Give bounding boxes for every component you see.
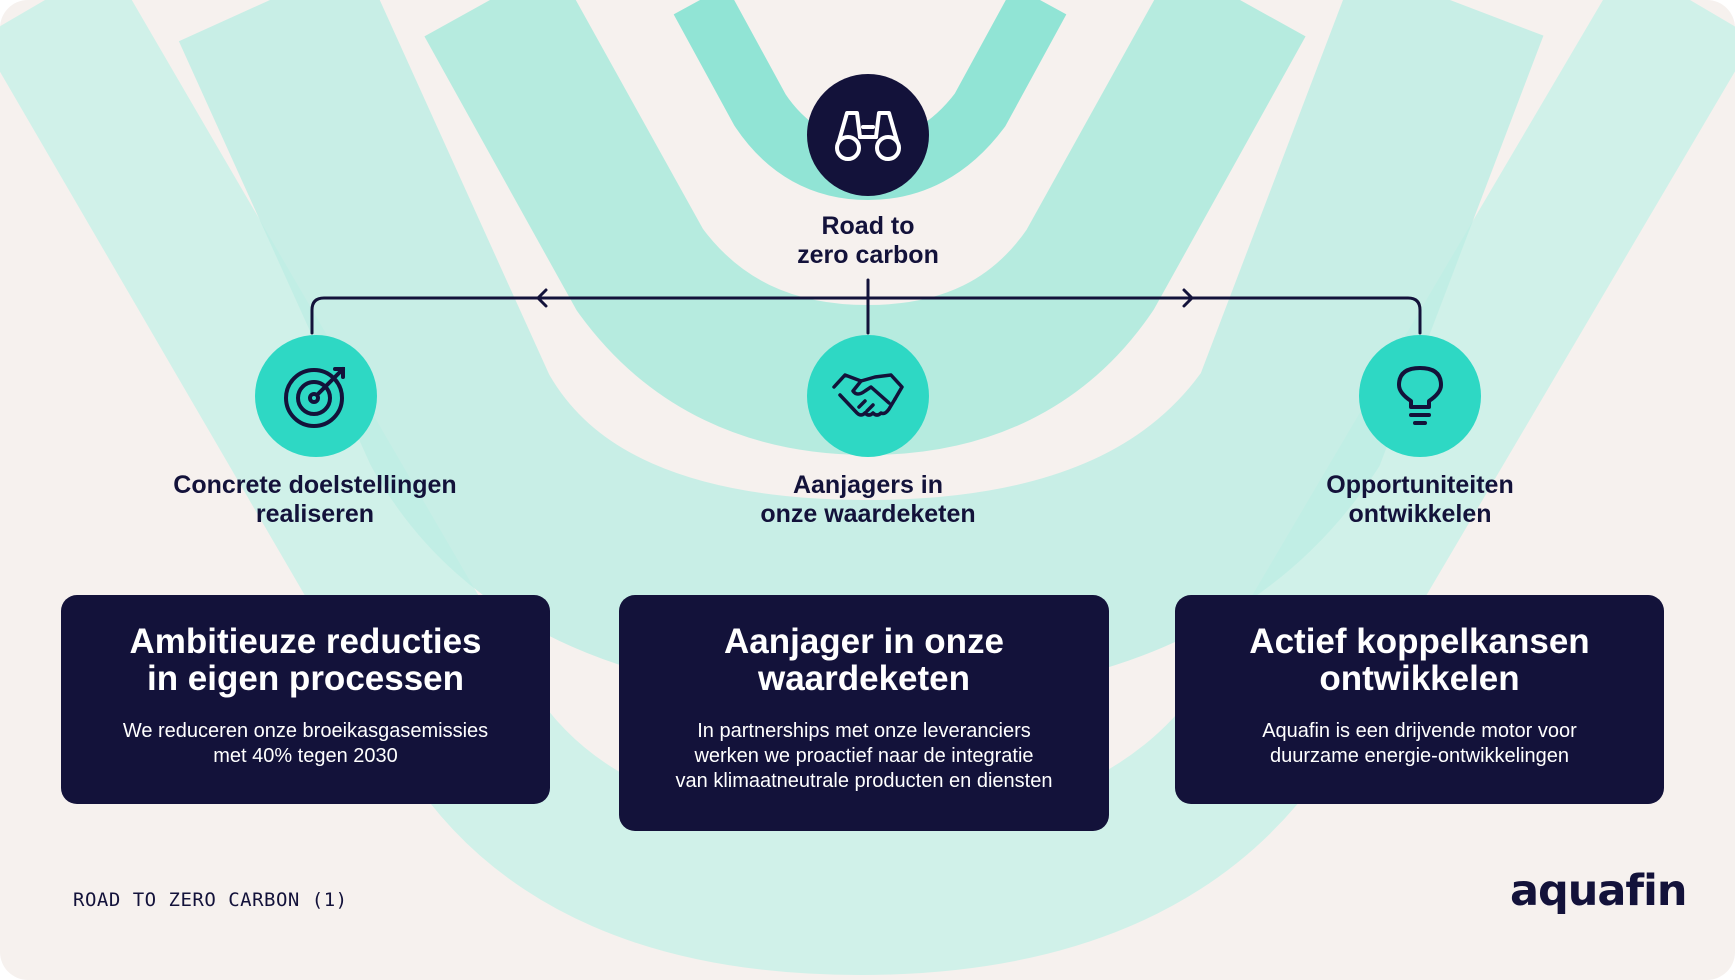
card-text: In partnerships met onze leveranciers we… <box>675 720 1053 792</box>
pillar-label-goals: Concrete doelstellingen realiseren <box>173 471 457 528</box>
card-title: Actief koppelkansen ontwikkelen <box>1249 622 1590 698</box>
card-title: Ambitieuze reducties in eigen processen <box>129 622 482 698</box>
card-text: Aquafin is een drijvende motor voor duur… <box>1262 720 1577 767</box>
connector-lines <box>310 278 1422 335</box>
aquafin-logo: aquafin <box>1510 866 1687 916</box>
card-title: Aanjager in onze waardeketen <box>723 622 1005 698</box>
card-text: We reduceren onze broeikasgasemissies me… <box>122 720 489 767</box>
card-opportunities: Actief koppelkansen ontwikkelen Aquafin … <box>1175 595 1664 804</box>
pillar-label-value-chain: Aanjagers in onze waardeketen <box>760 471 976 528</box>
binoculars-icon <box>835 111 901 161</box>
card-reductions: Ambitieuze reducties in eigen processen … <box>61 595 550 804</box>
footer-caption: ROAD TO ZERO CARBON (1) <box>73 889 348 911</box>
top-label: Road to zero carbon <box>797 212 939 269</box>
target-icon-circle <box>255 335 377 457</box>
card-value-chain: Aanjager in onze waardeketen In partners… <box>619 595 1109 831</box>
lightbulb-icon <box>1397 366 1443 425</box>
handshake-icon <box>832 373 904 417</box>
lightbulb-icon-circle <box>1359 335 1481 457</box>
binoculars-icon-circle <box>807 74 929 196</box>
target-icon <box>284 367 345 428</box>
pillar-label-opportunities: Opportuniteiten ontwikkelen <box>1326 471 1514 528</box>
handshake-icon-circle <box>807 335 929 457</box>
